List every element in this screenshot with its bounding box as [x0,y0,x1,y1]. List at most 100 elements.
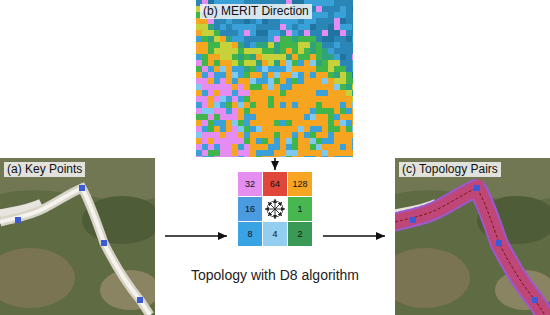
raster-pixel [292,30,298,36]
raster-pixel [238,42,244,48]
raster-pixel [352,66,353,72]
raster-pixel [334,150,340,156]
raster-pixel [352,114,353,120]
raster-pixel [346,132,352,138]
raster-pixel [334,132,340,138]
raster-pixel [208,24,214,30]
raster-pixel [280,42,286,48]
raster-pixel [346,36,352,42]
raster-pixel [298,30,304,36]
raster-pixel [352,60,353,66]
raster-pixel [262,84,268,90]
raster-pixel [346,114,352,120]
raster-pixel [268,156,274,157]
key-point [137,297,143,303]
raster-pixel [328,48,334,54]
raster-pixel [304,132,310,138]
raster-pixel [238,84,244,90]
raster-pixel [208,54,214,60]
raster-pixel [280,78,286,84]
raster-pixel [316,42,322,48]
raster-pixel [214,156,220,157]
raster-pixel [256,60,262,66]
raster-pixel [238,48,244,54]
raster-pixel [232,102,238,108]
raster-pixel [196,24,202,30]
raster-pixel [274,144,280,150]
raster-pixel [214,54,220,60]
raster-pixel [274,96,280,102]
raster-pixel [250,60,256,66]
raster-pixel [214,114,220,120]
raster-pixel [322,6,328,12]
raster-pixel [292,66,298,72]
raster-pixel [214,126,220,132]
raster-pixel [244,102,250,108]
raster-pixel [334,0,340,6]
raster-pixel [340,72,346,78]
raster-pixel [244,78,250,84]
raster-pixel [196,144,202,150]
raster-pixel [238,66,244,72]
raster-pixel [262,66,268,72]
direction-code-cell: 4 [263,222,287,246]
direction-code: 8 [247,229,252,239]
raster-pixel [334,30,340,36]
raster-pixel [304,66,310,72]
raster-pixel [238,78,244,84]
raster-pixel [202,132,208,138]
raster-pixel [286,138,292,144]
raster-pixel [196,60,202,66]
raster-pixel [196,138,202,144]
raster-pixel [274,42,280,48]
raster-pixel [244,84,250,90]
raster-pixel [340,132,346,138]
key-point [101,240,107,246]
raster-pixel [328,108,334,114]
raster-pixel [322,0,328,6]
raster-pixel [340,108,346,114]
raster-pixel [322,138,328,144]
raster-pixel [340,6,346,12]
raster-pixel [208,156,214,157]
raster-pixel [304,150,310,156]
raster-pixel [256,90,262,96]
raster-pixel [196,102,202,108]
raster-pixel [280,114,286,120]
raster-pixel [310,30,316,36]
raster-pixel [208,132,214,138]
raster-pixel [256,126,262,132]
raster-pixel [196,30,202,36]
raster-pixel [328,36,334,42]
raster-pixel [310,102,316,108]
raster-pixel [352,144,353,150]
raster-pixel [340,66,346,72]
raster-pixel [244,108,250,114]
raster-pixel [310,66,316,72]
raster-pixel [196,48,202,54]
flow-direction-raster [196,0,353,157]
raster-pixel [202,42,208,48]
direction-code-cell: 64 [263,172,287,196]
raster-pixel [220,66,226,72]
raster-pixel [304,108,310,114]
raster-pixel [256,30,262,36]
raster-pixel [214,36,220,42]
raster-pixel [298,36,304,42]
raster-pixel [298,66,304,72]
raster-pixel [340,54,346,60]
raster-pixel [310,144,316,150]
raster-pixel [346,18,352,24]
key-point [79,185,85,191]
raster-pixel [202,96,208,102]
raster-pixel [220,60,226,66]
raster-pixel [214,102,220,108]
raster-pixel [232,42,238,48]
raster-pixel [346,78,352,84]
raster-pixel [250,78,256,84]
raster-pixel [250,66,256,72]
raster-pixel [208,96,214,102]
raster-pixel [226,120,232,126]
raster-pixel [244,90,250,96]
raster-pixel [286,156,292,157]
